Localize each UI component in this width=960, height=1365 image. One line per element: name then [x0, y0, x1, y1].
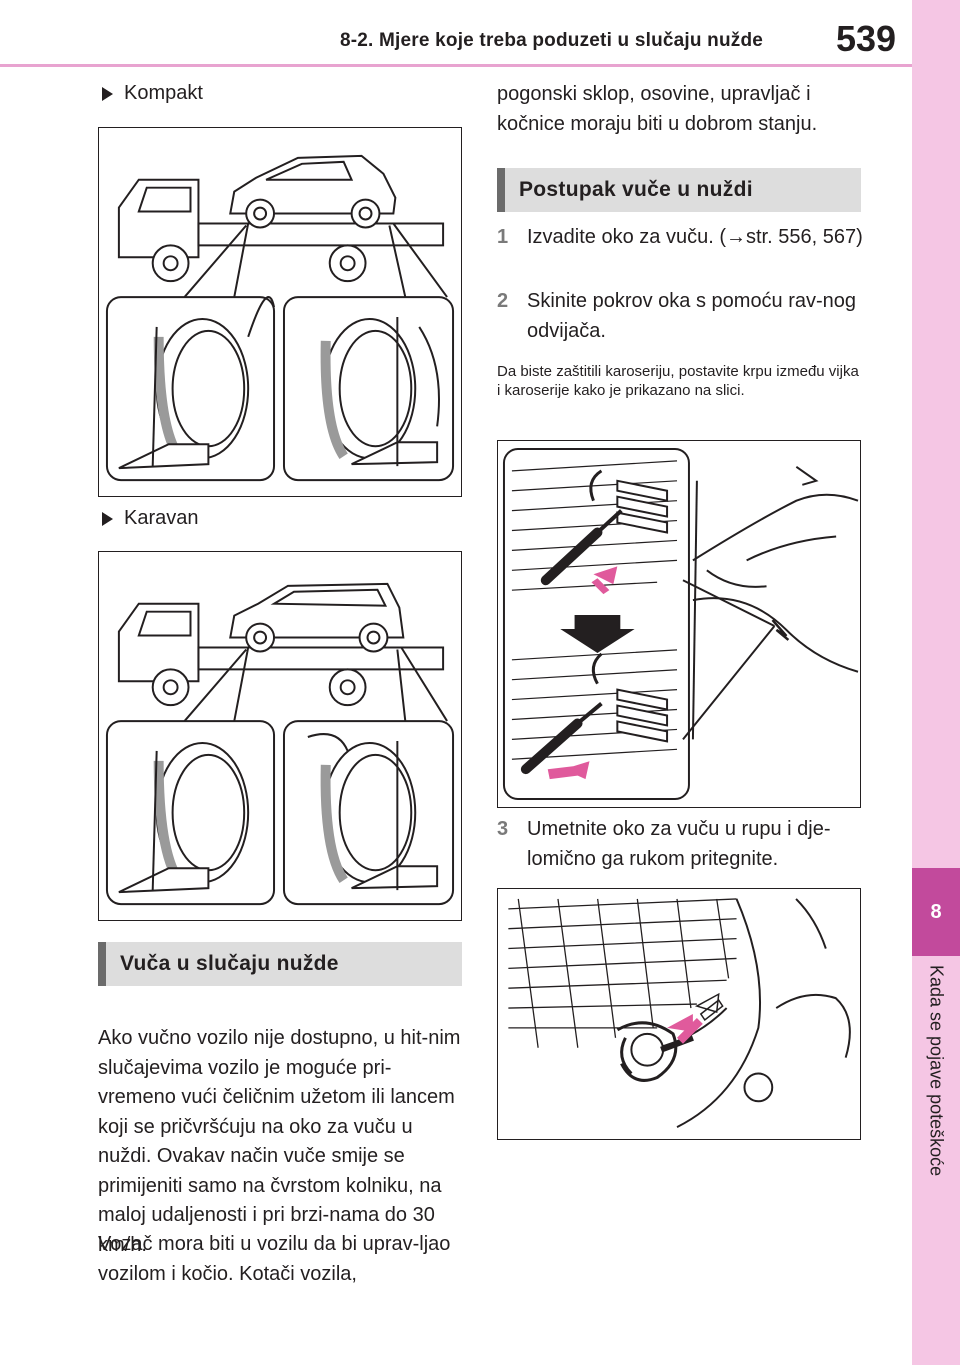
paragraph-continued: pogonski sklop, osovine, upravljač i koč…	[497, 83, 818, 135]
pink-arrow-icon	[667, 1014, 703, 1044]
chapter-side-tab	[912, 0, 960, 1365]
page-number: 539	[836, 18, 897, 59]
step-text: Izvadite oko za vuču. (→str. 556, 567)	[527, 226, 863, 248]
section-heading-emergency-towing: Vuča u slučaju nužde	[98, 942, 462, 986]
paragraph-driver-requirement: Vozač mora biti u vozilu da bi uprav-lja…	[98, 1233, 451, 1285]
step-number: 2	[497, 290, 509, 312]
chapter-title: Kada se pojave poteškoće	[926, 965, 947, 1177]
step-number: 3	[497, 818, 509, 840]
step-text: Umetnite oko za vuču u rupu i dje-lomičn…	[527, 818, 831, 870]
chapter-number: 8	[930, 900, 942, 923]
wagon-car-on-truck-illustration	[105, 582, 455, 906]
step-2: 2 Skinite pokrov oka s pomoću rav-nog od…	[497, 286, 867, 346]
step-3: 3 Umetnite oko za vuču u rupu i dje-lomi…	[497, 814, 867, 874]
paragraph-towing-conditions: Ako vučno vozilo nije dostupno, u hit-ni…	[98, 1027, 461, 1256]
remove-cover-illustration	[502, 447, 859, 801]
section-title: 8-2. Mjere koje treba poduzeti u slučaju…	[340, 30, 764, 51]
figure-insert-towing-eyelet	[497, 888, 861, 1140]
label-wagon: Karavan	[102, 507, 199, 530]
section-heading-towing-procedure: Postupak vuče u nuždi	[497, 168, 861, 212]
compact-car-on-truck-illustration	[105, 154, 455, 482]
chapter-number-box[interactable]: 8	[912, 868, 960, 956]
step-number: 1	[497, 226, 509, 248]
figure-remove-cover	[497, 440, 861, 808]
step-1: 1 Izvadite oko za vuču. (→str. 556, 567)	[497, 222, 867, 252]
bullet-triangle-icon	[102, 511, 113, 526]
figure-wagon-towing	[98, 551, 462, 921]
insert-towing-eyelet-illustration	[508, 898, 851, 1128]
header-divider	[0, 64, 912, 67]
figure-compact-towing	[98, 127, 462, 497]
pink-arrow-icon	[591, 566, 618, 595]
bullet-triangle-icon	[102, 86, 113, 101]
step-text: Skinite pokrov oka s pomoću rav-nog odvi…	[527, 290, 857, 342]
note-protect-body: Da biste zaštitili karoseriju, postavite…	[497, 363, 859, 399]
label-compact: Kompakt	[102, 82, 203, 105]
